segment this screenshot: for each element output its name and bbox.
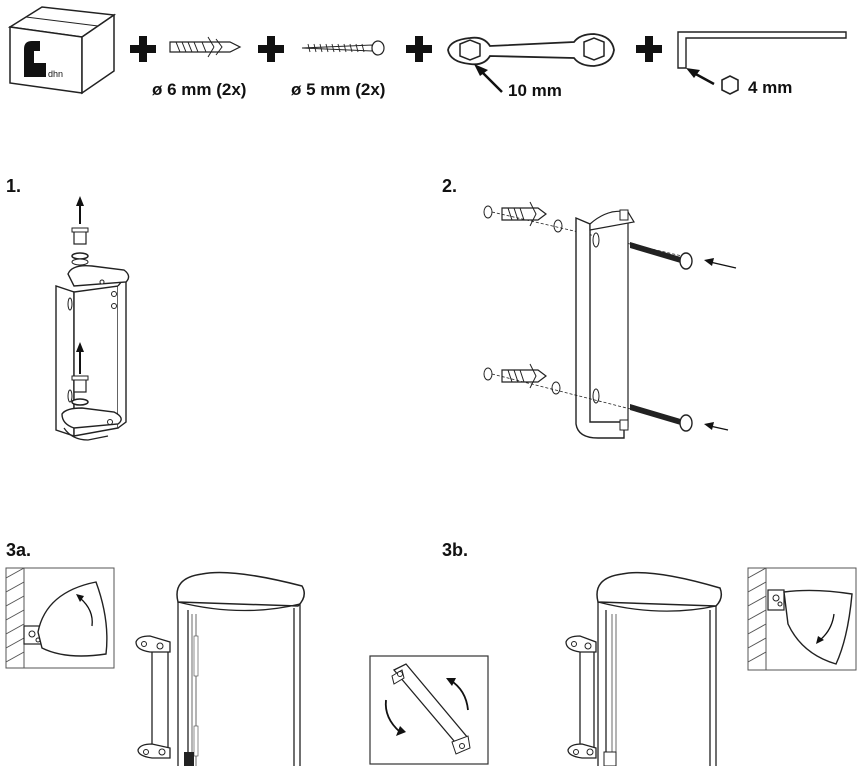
- detail-inset-3b: [747, 567, 857, 671]
- svg-text:dhn: dhn: [48, 69, 63, 79]
- plus-icon: [406, 36, 432, 62]
- speaker-with-bracket-3a: [135, 571, 305, 766]
- plus-icon: [636, 36, 662, 62]
- detail-inset-3a: [5, 567, 115, 669]
- step-1-label: 1.: [6, 176, 22, 196]
- rotation-detail-inset: [369, 655, 489, 765]
- screw-size-label: ø 5 mm (2x): [291, 80, 386, 99]
- plug-size-label: ø 6 mm (2x): [152, 80, 247, 99]
- step-3a-label: 3a.: [6, 540, 32, 560]
- bracket-wall-mount-illustration: [483, 201, 737, 439]
- screw-icon: [301, 40, 385, 56]
- hex-key-icon: [677, 31, 847, 95]
- hex-key-size-label: 4 mm: [748, 78, 793, 97]
- wrench-icon: [447, 33, 615, 93]
- plus-icon: [130, 36, 156, 62]
- plus-icon: [258, 36, 284, 62]
- speaker-with-bracket-3b: [565, 571, 723, 766]
- box-icon: dhn: [7, 6, 117, 95]
- wrench-size-label: 10 mm: [508, 81, 562, 100]
- bracket-disassembly-illustration: [55, 196, 130, 441]
- step-3b-label: 3b.: [442, 540, 469, 560]
- wall-plug-icon: [169, 36, 242, 58]
- step-2-label: 2.: [442, 176, 458, 196]
